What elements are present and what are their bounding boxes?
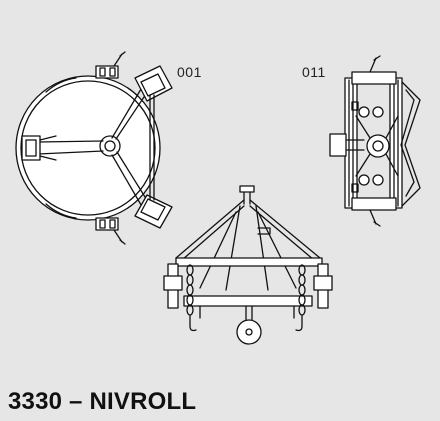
side-view-011 [329, 55, 421, 227]
right-chain [298, 264, 306, 316]
front-view [163, 185, 333, 345]
view-label-001: 001 [177, 64, 202, 80]
technical-drawing [15, 51, 421, 345]
top-view-001 [15, 51, 173, 245]
view-label-011: 011 [302, 64, 326, 80]
product-title: 3330 – NIVROLL [8, 388, 197, 415]
left-chain [186, 264, 194, 316]
